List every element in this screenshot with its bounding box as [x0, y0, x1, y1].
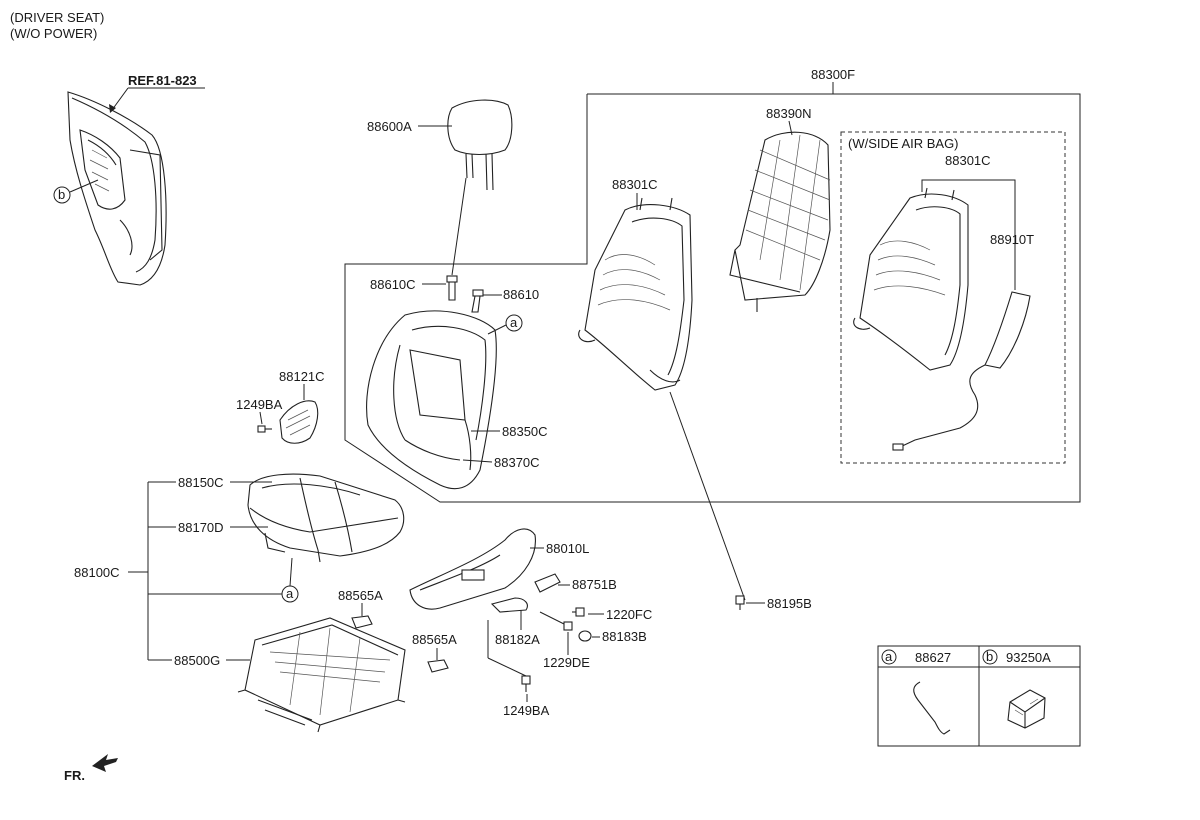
screw-1220FC — [572, 607, 585, 617]
assembly-boundary-88300F — [344, 93, 1081, 503]
legend-part-93250A: 93250A — [1006, 650, 1051, 665]
label-88390N: 88390N — [766, 106, 812, 121]
label-1220FC: 1220FC — [606, 607, 652, 622]
label-88600A: 88600A — [367, 119, 412, 134]
lever-88751B — [534, 573, 561, 593]
seat-cushion-illustration — [247, 473, 405, 563]
side-airbag-boundary — [840, 131, 1066, 464]
label-88565A-top: 88565A — [338, 588, 383, 603]
callout-b-door: b — [58, 187, 65, 202]
callout-a-seatback: a — [510, 315, 518, 330]
label-88610: 88610 — [503, 287, 539, 302]
headrest-illustration — [447, 99, 513, 191]
front-arrow-icon — [92, 754, 118, 772]
label-88170D: 88170D — [178, 520, 224, 535]
clip-88565A-top — [351, 615, 373, 629]
legend-callout-a: a — [885, 649, 893, 664]
label-w-side-air-bag: (W/SIDE AIR BAG) — [848, 136, 959, 151]
switch-93250A-illustration — [1007, 689, 1046, 729]
headrest-guide-88610 — [471, 289, 484, 313]
seat-back-cushion-illustration — [366, 310, 497, 490]
cap-88183B — [578, 630, 592, 642]
door-trim-panel-illustration — [67, 91, 167, 286]
seat-back-frame-illustration-right — [853, 187, 969, 371]
label-88301C-left: 88301C — [612, 177, 658, 192]
label-88300F: 88300F — [811, 67, 855, 82]
label-88500G: 88500G — [174, 653, 220, 668]
back-panel-illustration — [729, 131, 831, 312]
label-88370C: 88370C — [494, 455, 540, 470]
label-88150C: 88150C — [178, 475, 224, 490]
label-88350C: 88350C — [502, 424, 548, 439]
bolt-1249BA-top — [257, 425, 272, 433]
label-88565A-bottom: 88565A — [412, 632, 457, 647]
headrest-guide-88610C — [446, 275, 458, 301]
reference-label: REF.81-823 — [128, 73, 197, 88]
washer-1229DE — [563, 621, 573, 631]
label-88010L: 88010L — [546, 541, 589, 556]
handle-88182A — [490, 597, 528, 613]
seat-track-frame-illustration — [237, 617, 406, 733]
label-88751B: 88751B — [572, 577, 617, 592]
label-88301C-right: 88301C — [945, 153, 991, 168]
side-cover-88121C — [279, 400, 319, 444]
clip-88565A-bottom — [427, 659, 449, 673]
wire-clip-88627-illustration — [913, 681, 951, 735]
legend-part-88627: 88627 — [915, 650, 951, 665]
label-1249BA-bottom: 1249BA — [503, 703, 550, 718]
side-airbag-module-88910T — [892, 291, 1031, 451]
label-88610C: 88610C — [370, 277, 416, 292]
bolt-1249BA-bottom — [521, 675, 531, 692]
note-driver-seat: (DRIVER SEAT) — [10, 10, 104, 25]
direction-marker-fr: FR. — [64, 768, 85, 783]
bolt-88195B — [735, 595, 745, 610]
label-1229DE: 1229DE — [543, 655, 590, 670]
label-88183B: 88183B — [602, 629, 647, 644]
label-1249BA-top: 1249BA — [236, 397, 283, 412]
label-88100C: 88100C — [74, 565, 120, 580]
label-88910T: 88910T — [990, 232, 1034, 247]
label-88121C: 88121C — [279, 369, 325, 384]
label-88195B: 88195B — [767, 596, 812, 611]
seat-back-frame-illustration-left — [578, 197, 693, 391]
label-88182A: 88182A — [495, 632, 540, 647]
legend-table: a 88627 b 93250A — [877, 645, 1081, 747]
side-shield-illustration — [409, 528, 536, 610]
note-wo-power: (W/O POWER) — [10, 26, 97, 41]
callout-a-cushion: a — [286, 586, 294, 601]
legend-callout-b: b — [986, 649, 993, 664]
